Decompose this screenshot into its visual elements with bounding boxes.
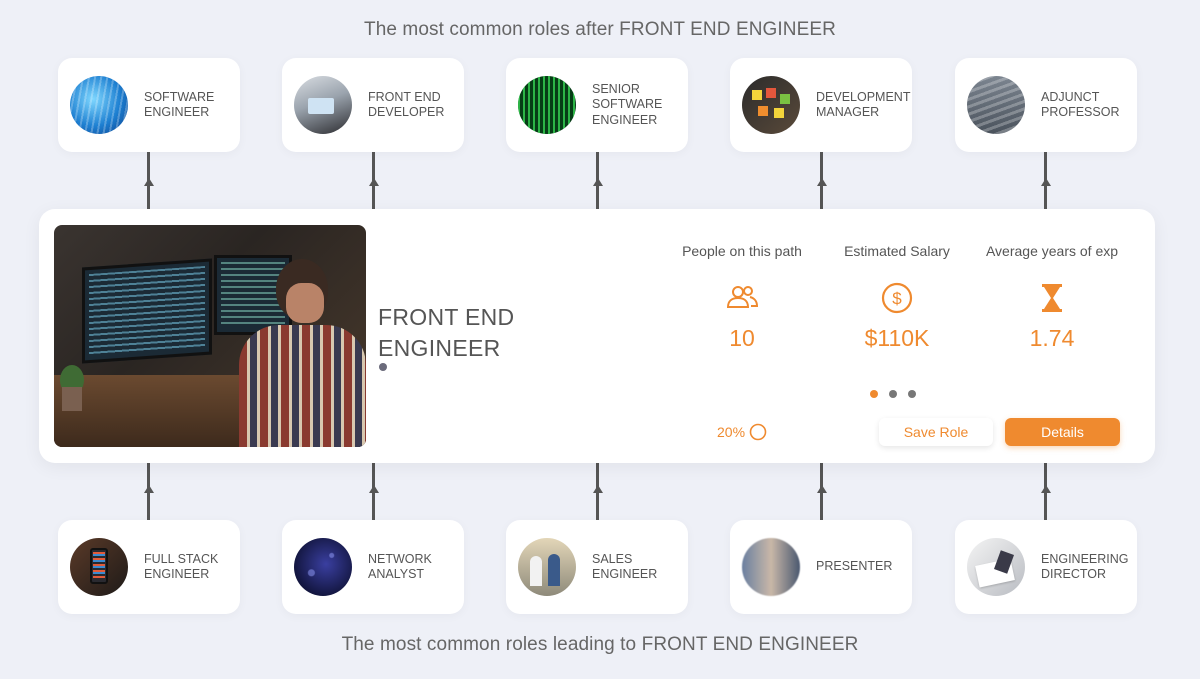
role-thumb-image [294, 76, 352, 134]
role-card-development-manager[interactable]: DEVELOPMENT MANAGER [730, 58, 912, 152]
role-label: ADJUNCT PROFESSOR [1041, 89, 1120, 120]
hourglass-icon [1035, 281, 1069, 315]
stat-label: People on this path [682, 243, 802, 259]
role-thumb-image [70, 538, 128, 596]
stat-people: People on this path 10 [662, 243, 822, 352]
details-button[interactable]: Details [1005, 418, 1120, 446]
role-label: ENGINEERING DIRECTOR [1041, 551, 1129, 582]
pager-dot[interactable] [908, 390, 916, 398]
arrow-up-icon [816, 485, 827, 493]
role-card-sales-engineer[interactable]: SALES ENGINEER [506, 520, 688, 614]
role-label: NETWORK ANALYST [368, 551, 432, 582]
dollar-icon: $ [880, 281, 914, 315]
role-card-full-stack-engineer[interactable]: FULL STACK ENGINEER [58, 520, 240, 614]
arrow-up-icon [143, 485, 154, 493]
title-indicator-dot [379, 363, 387, 371]
role-thumb-image [967, 76, 1025, 134]
role-label: SENIOR SOFTWARE ENGINEER [592, 81, 663, 127]
people-icon [725, 281, 759, 315]
role-thumb-image [518, 76, 576, 134]
role-card-network-analyst[interactable]: NETWORK ANALYST [282, 520, 464, 614]
pager-dot[interactable] [870, 390, 878, 398]
stat-value: $110K [864, 325, 930, 351]
arrow-up-icon [143, 178, 154, 186]
stat-label: Average years of exp [985, 243, 1119, 259]
current-role-title: FRONT END ENGINEER [378, 304, 515, 361]
progress-ring-icon [749, 423, 767, 441]
stat-value: 1.74 [1029, 325, 1075, 351]
role-card-front-end-developer[interactable]: FRONT END DEVELOPER [282, 58, 464, 152]
role-thumb-image [518, 538, 576, 596]
stat-experience: Average years of exp 1.74 [972, 243, 1132, 352]
arrow-up-icon [368, 485, 379, 493]
role-thumb-image [294, 538, 352, 596]
role-label: FRONT END DEVELOPER [368, 89, 445, 120]
svg-text:$: $ [892, 289, 902, 308]
progress-indicator: 20% [717, 423, 767, 441]
arrow-up-icon [368, 178, 379, 186]
arrow-up-icon [592, 178, 603, 186]
current-role-image [54, 225, 366, 447]
heading-roles-after: The most common roles after FRONT END EN… [364, 19, 836, 40]
role-thumb-image [967, 538, 1025, 596]
pager-dot[interactable] [889, 390, 897, 398]
current-role-card: FRONT END ENGINEER People on this path 1… [39, 209, 1155, 463]
save-role-button[interactable]: Save Role [879, 418, 993, 446]
stat-value: 10 [729, 325, 755, 351]
carousel-pager [870, 390, 916, 398]
role-card-engineering-director[interactable]: ENGINEERING DIRECTOR [955, 520, 1137, 614]
stat-label: Estimated Salary [844, 243, 950, 259]
role-card-adjunct-professor[interactable]: ADJUNCT PROFESSOR [955, 58, 1137, 152]
progress-label: 20% [717, 424, 746, 440]
role-label: DEVELOPMENT MANAGER [816, 89, 911, 120]
role-thumb-image [742, 538, 800, 596]
role-card-software-engineer[interactable]: SOFTWARE ENGINEER [58, 58, 240, 152]
role-label: SOFTWARE ENGINEER [144, 89, 215, 120]
heading-roles-before: The most common roles leading to FRONT E… [341, 634, 859, 655]
role-label: SALES ENGINEER [592, 551, 658, 582]
arrow-up-icon [592, 485, 603, 493]
role-thumb-image [742, 76, 800, 134]
arrow-up-icon [816, 178, 827, 186]
arrow-up-icon [1040, 485, 1051, 493]
stat-salary: Estimated Salary $ $110K [817, 243, 977, 352]
role-card-presenter[interactable]: PRESENTER [730, 520, 912, 614]
arrow-up-icon [1040, 178, 1051, 186]
role-thumb-image [70, 76, 128, 134]
role-label: PRESENTER [816, 559, 893, 574]
role-card-senior-software-engineer[interactable]: SENIOR SOFTWARE ENGINEER [506, 58, 688, 152]
role-label: FULL STACK ENGINEER [144, 551, 219, 582]
